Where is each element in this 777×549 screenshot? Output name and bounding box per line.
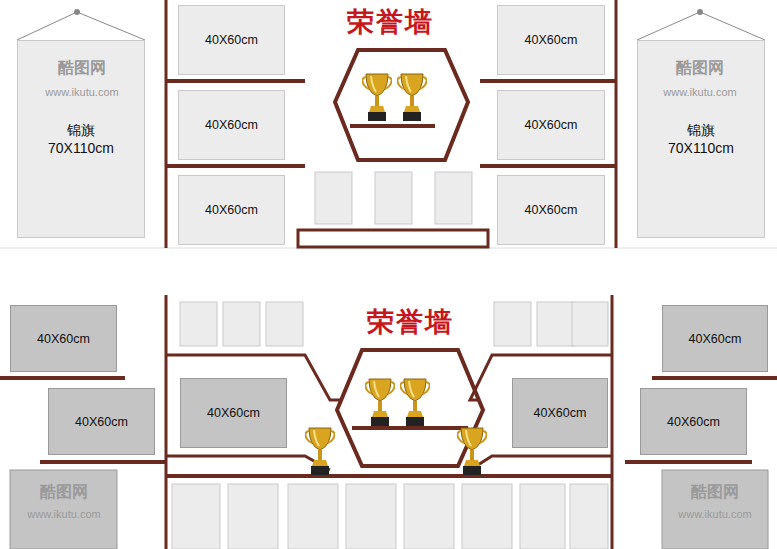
size-label: 40X60cm: [37, 332, 90, 346]
size-label: 40X60cm: [525, 33, 578, 47]
photo-frame: 40X60cm: [178, 5, 285, 75]
photo-frame: 40X60cm: [497, 175, 605, 245]
photo-frame: 40X60cm: [497, 90, 605, 160]
size-label: 40X60cm: [525, 203, 578, 217]
size-label: 40X60cm: [205, 203, 258, 217]
size-label: 40X60cm: [75, 415, 128, 429]
size-label: 40X60cm: [205, 118, 258, 132]
watermark: www.ikutu.com: [45, 86, 118, 98]
size-label: 40X60cm: [689, 332, 742, 346]
photo-frame: 40X60cm: [48, 388, 155, 455]
watermark: www.ikutu.com: [678, 508, 751, 520]
size-label: 40X60cm: [207, 406, 260, 420]
photo-frame: 40X60cm: [640, 388, 747, 455]
size-label: 40X60cm: [534, 406, 587, 420]
watermark: 酷图网: [676, 58, 724, 79]
honor-wall-title: 荣誉墙: [367, 304, 454, 340]
photo-frame: 40X60cm: [178, 175, 285, 245]
watermark: www.ikutu.com: [27, 508, 100, 520]
size-label: 40X60cm: [205, 33, 258, 47]
size-label: 40X60cm: [667, 415, 720, 429]
photo-frame: 40X60cm: [178, 90, 285, 160]
photo-frame: 40X60cm: [10, 305, 117, 372]
watermark: 酷图网: [40, 482, 88, 503]
photo-frame: 40X60cm: [662, 305, 768, 372]
size-label: 40X60cm: [525, 118, 578, 132]
watermark: 酷图网: [691, 482, 739, 503]
photo-frame: 40X60cm: [180, 378, 287, 448]
honor-wall-title: 荣誉墙: [347, 4, 434, 40]
size-label: 锦旗 70X110cm: [39, 121, 123, 157]
size-label: 锦旗 70X110cm: [659, 121, 743, 157]
photo-frame: 40X60cm: [497, 5, 605, 75]
watermark: 酷图网: [58, 58, 106, 79]
watermark: www.ikutu.com: [663, 86, 736, 98]
photo-frame: 40X60cm: [512, 378, 608, 448]
